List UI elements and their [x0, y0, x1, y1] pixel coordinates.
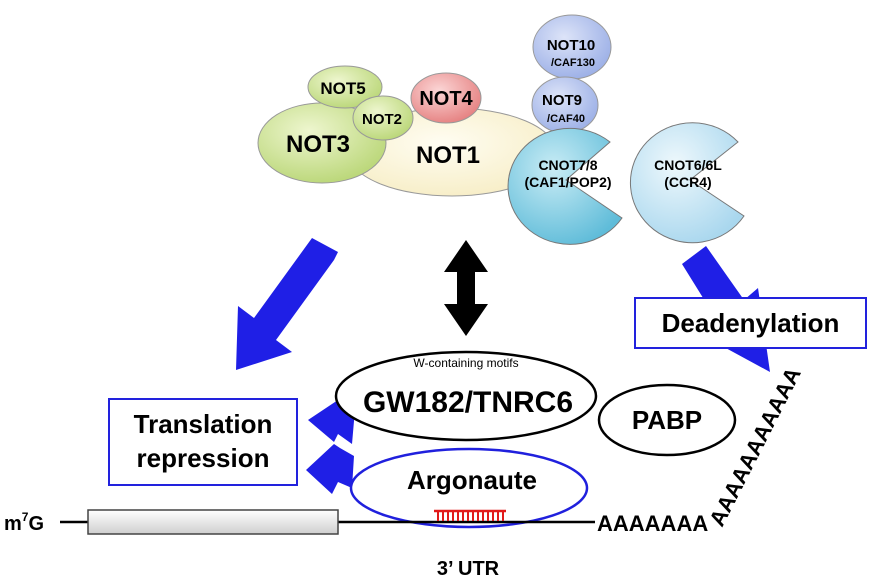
not4-subunit: [410, 72, 482, 124]
not10-label: NOT10: [547, 37, 595, 54]
orf-region: [87, 509, 339, 535]
not2-label: NOT2: [362, 111, 402, 128]
w-motifs-label: W-containing motifs: [413, 356, 518, 370]
cnot78-sublabel: (CAF1/POP2): [524, 174, 611, 190]
not5-subunit: [307, 65, 383, 109]
argonaute-protein: [349, 447, 589, 529]
cnot66l-subunit: [629, 122, 745, 244]
pabp-label: PABP: [632, 405, 702, 435]
not2-subunit: [352, 95, 414, 141]
not5-label: NOT5: [320, 79, 365, 98]
polya-flat: AAAAAAA: [597, 511, 708, 536]
deadenylation-box: Deadenylation: [634, 297, 867, 349]
not9-sublabel: /CAF40: [547, 113, 585, 125]
cap-label: m7G: [4, 510, 44, 535]
cnot78-subunit: [507, 127, 623, 245]
not10-sublabel: /CAF130: [551, 57, 595, 69]
pabp-protein: [597, 383, 737, 457]
not9-label: NOT9: [542, 92, 582, 109]
translation-label: Translation: [133, 409, 273, 440]
repression-label: repression: [136, 443, 270, 473]
utr-label: 3’ UTR: [437, 558, 500, 580]
mirna-base-pairs: [437, 511, 504, 521]
cnot66l-label: CNOT6/6L: [654, 157, 722, 173]
translation-blue-arrow: [236, 238, 338, 370]
not3-label: NOT3: [286, 131, 350, 158]
not1-label: NOT1: [416, 142, 480, 169]
argonaute-to-repression-arrow: [306, 444, 354, 494]
cnot66l-sublabel: (CCR4): [664, 174, 711, 190]
cnot78-label: CNOT7/8: [538, 157, 597, 173]
interaction-double-arrow: [444, 240, 488, 336]
not4-label: NOT4: [419, 88, 473, 110]
argonaute-label: Argonaute: [407, 465, 537, 495]
polya-diagonal: AAAAAAAAAAA: [704, 363, 806, 530]
translation-repression-box: Translation repression: [108, 398, 298, 486]
gw182-protein: [334, 350, 598, 442]
gw182-label: GW182/TNRC6: [363, 386, 573, 419]
